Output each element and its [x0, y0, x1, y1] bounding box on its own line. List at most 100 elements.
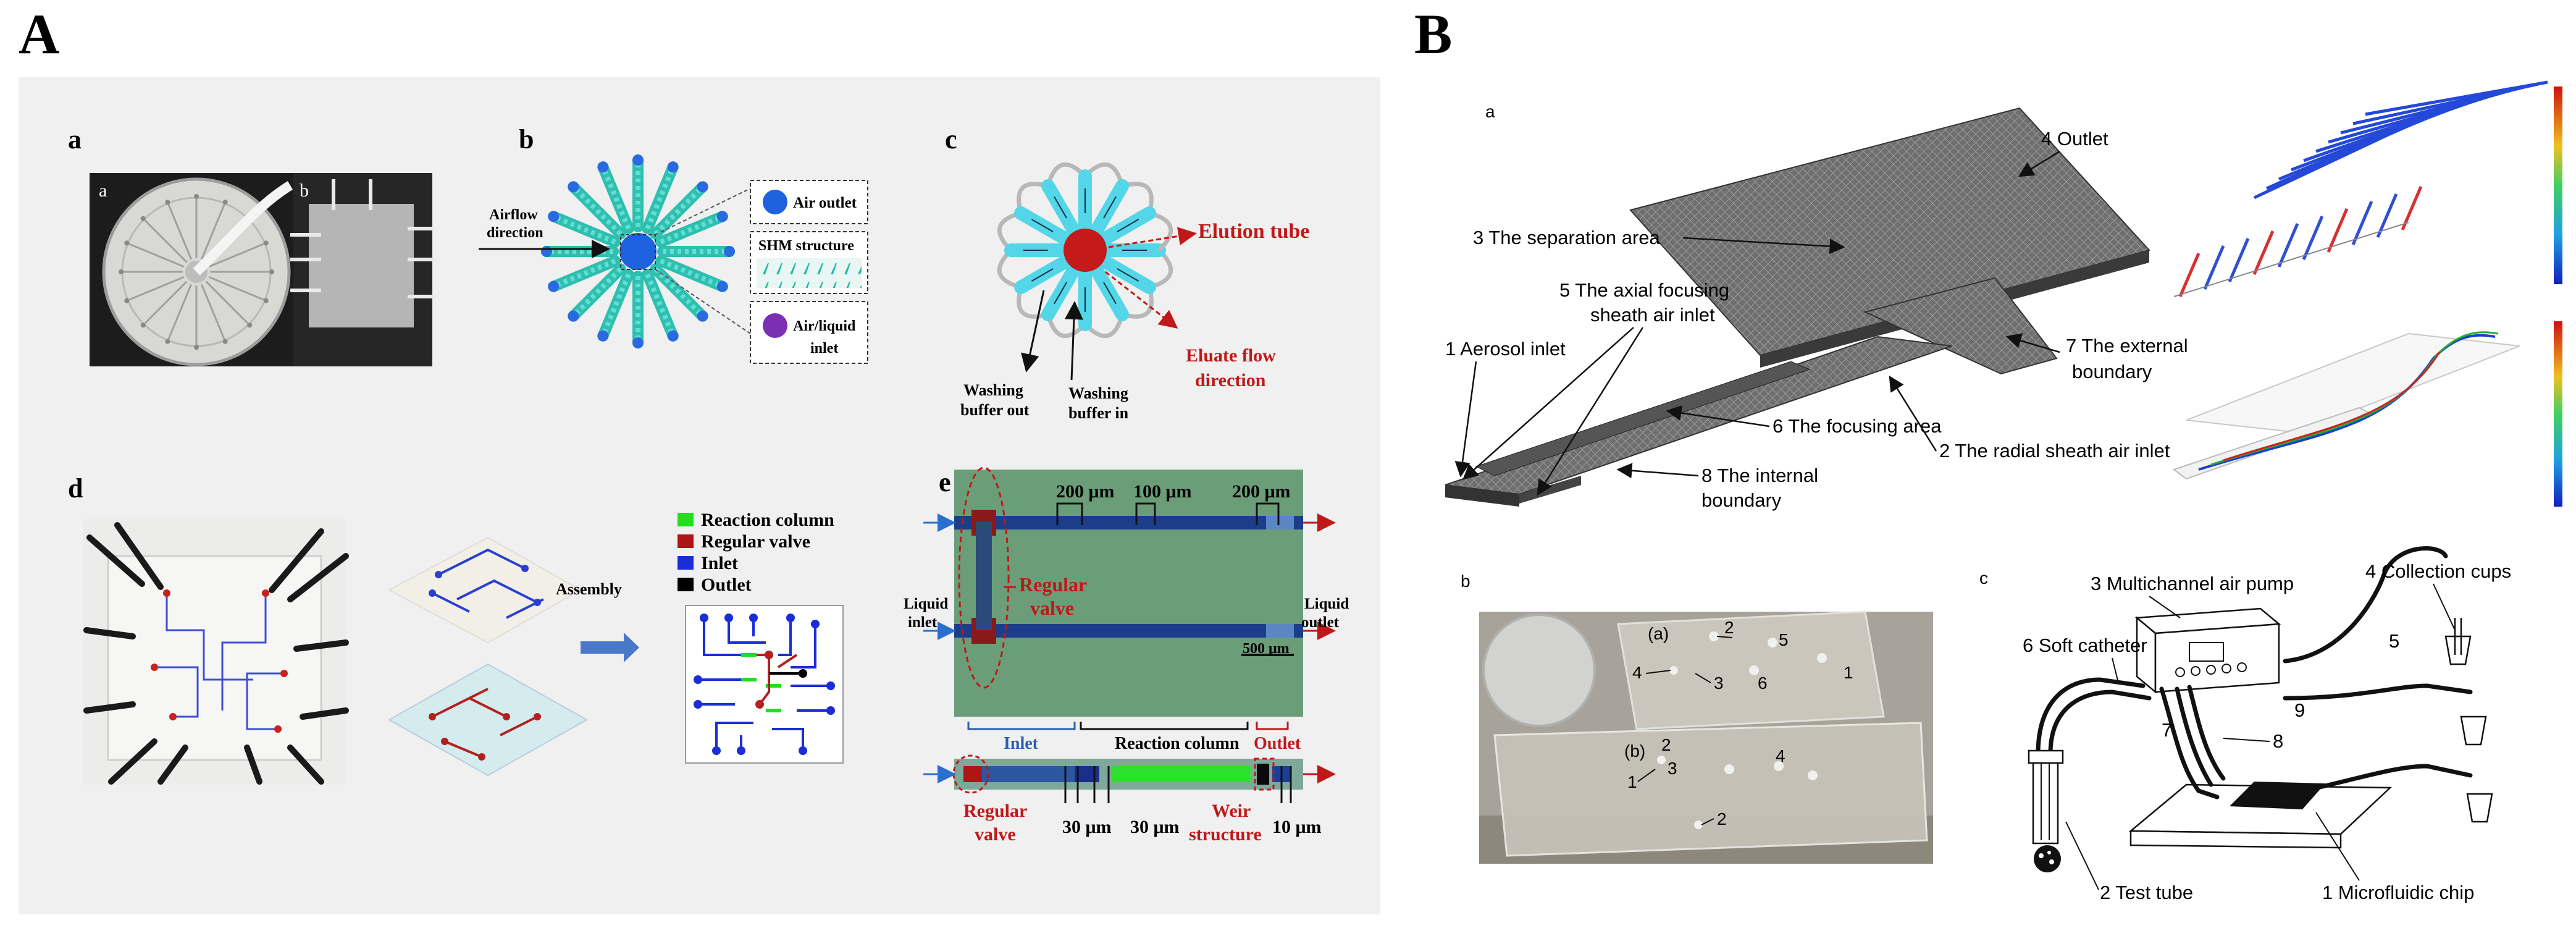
- eluate-flow-label-2: direction: [1195, 370, 1266, 390]
- chip-b-num-1: 1: [1627, 772, 1637, 791]
- legend-regular-valve: Regular valve: [701, 531, 810, 552]
- dim-markers-bottom: [1064, 766, 1292, 803]
- photo-square-chip: b: [290, 173, 435, 366]
- micrograph-bottom: [952, 754, 1303, 794]
- chip-a-num-1: 1: [1844, 663, 1853, 682]
- regular-valve-bottom-1: Regular: [963, 801, 1027, 821]
- subpanel-d-label: d: [68, 473, 83, 504]
- dim-markers-top: [1056, 502, 1280, 525]
- dim-200um-right: 200 μm: [1232, 481, 1291, 502]
- focusing-area-label: 6 The focusing area: [1773, 415, 1942, 437]
- chip-b-num-2: 2: [1661, 735, 1671, 754]
- tubing: [2036, 546, 2473, 799]
- chip-a-num-5: 5: [1779, 630, 1789, 649]
- legend-inlet: Inlet: [701, 553, 738, 573]
- internal-boundary-1: 8 The internal: [1701, 465, 1818, 486]
- test-tube: [2028, 749, 2064, 872]
- air-liquid-inlet-icon: [763, 313, 787, 338]
- weir-label-2: structure: [1189, 824, 1262, 845]
- simulation-bottom: [2172, 321, 2562, 507]
- liquid-inlet-1: Liquid: [904, 596, 948, 612]
- external-boundary-2: boundary: [2072, 361, 2152, 382]
- air-outlet-icon: [763, 190, 787, 214]
- b-subpanel-c-label: c: [1979, 568, 1988, 588]
- pump-label: 3 Multichannel air pump: [2091, 573, 2294, 594]
- reaction-column-label: Reaction column: [1115, 734, 1240, 753]
- microfluidic-chip: [2230, 782, 2325, 809]
- assembled-schematic: [685, 605, 844, 764]
- dim-30um-left: 30 μm: [1062, 817, 1112, 837]
- panel-b-label: B: [1414, 2, 1452, 65]
- legend-reaction-column: Reaction column: [701, 510, 834, 530]
- elution-tube-label: Elution tube: [1198, 220, 1309, 243]
- chip-b-num-3: 3: [1668, 759, 1677, 778]
- air-liquid-label-2: inlet: [810, 340, 838, 356]
- d-legend: Reaction column Regular valve Inlet Outl…: [678, 510, 834, 595]
- liquid-outlet-2: outlet: [1301, 614, 1340, 631]
- air-liquid-label-1: Air/liquid: [793, 318, 856, 334]
- dim-30um-right: 30 μm: [1130, 817, 1180, 837]
- airflow-label-2: direction: [487, 225, 543, 241]
- axial-label-2: sheath air inlet: [1590, 304, 1715, 326]
- cups-label: 4 Collection cups: [2365, 560, 2511, 582]
- shm-structure-label: SHM structure: [758, 238, 854, 254]
- dim-200um-left: 200 μm: [1056, 481, 1115, 502]
- eluate-flow-label-1: Eluate flow: [1186, 345, 1276, 366]
- simulation-top: [2173, 80, 2562, 297]
- inlet-label: Inlet: [1004, 734, 1039, 753]
- panel-a-label: A: [19, 2, 59, 65]
- chip-a-num-4: 4: [1632, 663, 1642, 682]
- separation-area-label: 3 The separation area: [1473, 227, 1661, 248]
- layer-bottom: [387, 663, 589, 777]
- catheter-label: 6 Soft catheter: [2023, 635, 2147, 656]
- radial-inlet-label: 2 The radial sheath air inlet: [1939, 440, 2170, 462]
- chip-b-num-2b: 2: [1717, 809, 1727, 829]
- chip-a-num-2: 2: [1724, 618, 1734, 637]
- b-subpanel-b-label: b: [1461, 572, 1471, 591]
- chip-a-num-3: 3: [1714, 673, 1724, 693]
- liquid-inlet-2: inlet: [908, 614, 938, 631]
- subpanel-a-label: a: [68, 124, 82, 154]
- assembly-label: Assembly: [556, 580, 622, 598]
- axial-label-1: 5 The axial focusing: [1559, 279, 1729, 301]
- subpanel-c-label: c: [945, 124, 957, 154]
- regular-valve-label-2: valve: [1030, 597, 1074, 619]
- air-pump: [2134, 607, 2281, 694]
- chip-label: 1 Microfluidic chip: [2322, 882, 2474, 903]
- legend-outlet: Outlet: [701, 575, 752, 595]
- section-brackets: [967, 722, 1289, 730]
- washing-out-label-2: buffer out: [960, 401, 1030, 419]
- aerosol-inlet-label: 1 Aerosol inlet: [1445, 338, 1566, 360]
- washing-out-label-1: Washing: [963, 381, 1023, 399]
- chip-a-num-6: 6: [1758, 673, 1768, 693]
- assembly-arrow: Assembly: [556, 580, 639, 662]
- base-platform: [2128, 782, 2393, 849]
- subpanel-b-label: b: [519, 124, 534, 154]
- regular-valve-label-1: Regular: [1019, 573, 1087, 596]
- chip-b-num-4: 4: [1776, 746, 1785, 766]
- label-8: 8: [2273, 730, 2283, 752]
- chip-a-label: (a): [1648, 624, 1669, 643]
- label-5: 5: [2389, 630, 2399, 652]
- shm-teeth-icon: [757, 258, 862, 288]
- external-boundary-1: 7 The external: [2066, 335, 2188, 356]
- photo-b-label: b: [300, 180, 309, 201]
- scale-500um: 500 μm: [1243, 641, 1290, 657]
- internal-boundary-2: boundary: [1701, 489, 1782, 511]
- washing-in-label-2: buffer in: [1068, 404, 1129, 422]
- dim-100um: 100 μm: [1133, 481, 1192, 502]
- washing-in-label-1: Washing: [1068, 384, 1128, 402]
- flower-chip-diagram: Elution tube Eluate flow direction Washi…: [960, 162, 1309, 422]
- chip-b-label: (b): [1624, 741, 1645, 761]
- photo-a-label: a: [99, 180, 107, 201]
- b-outlet-label: 4 Outlet: [2041, 128, 2108, 150]
- micrograph-top: 500 μm: [954, 466, 1303, 717]
- collection-cups: [2444, 618, 2493, 823]
- regular-valve-bottom-2: valve: [975, 824, 1016, 845]
- star-chip-diagram: Airflow direction Air outlet SHM structu…: [479, 154, 868, 364]
- air-outlet-label: Air outlet: [793, 195, 857, 211]
- dim-10um: 10 μm: [1272, 817, 1322, 837]
- weir-label-1: Weir: [1212, 801, 1251, 821]
- photo-assembled-chip: [83, 519, 349, 785]
